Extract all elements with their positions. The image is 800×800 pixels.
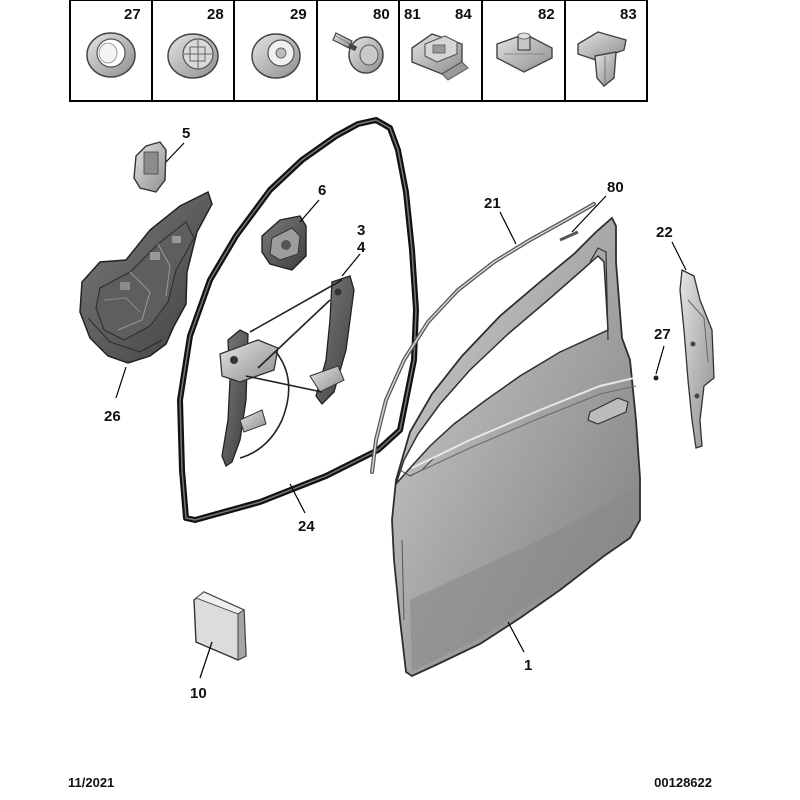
door-module-panel (79, 190, 213, 364)
callout-80: 80 (607, 179, 624, 196)
callout-27: 27 (654, 326, 671, 343)
callout-5: 5 (182, 125, 190, 142)
window-motor (261, 215, 307, 271)
screw-icon (332, 32, 384, 74)
strip-label-82: 82 (538, 6, 555, 23)
nut-clip-icon (496, 32, 553, 73)
bracket-clip-icon (411, 33, 469, 81)
cap-plug-icon (251, 33, 301, 79)
callout-3: 3 (357, 222, 365, 239)
strip-label-29: 29 (290, 6, 307, 23)
cap-plug-icon (167, 33, 219, 79)
grommet-icon (86, 32, 136, 78)
strip-label-81: 81 (404, 6, 421, 23)
callout-6: 6 (318, 182, 326, 199)
bracket-part-5 (133, 141, 167, 193)
trim-strip (679, 268, 715, 449)
callout-1: 1 (524, 657, 532, 674)
pad-part-10 (193, 591, 247, 661)
callout-10: 10 (190, 685, 207, 702)
window-regulator (219, 275, 355, 467)
window-seal (177, 117, 419, 523)
callout-4: 4 (357, 239, 366, 256)
front-door (391, 216, 641, 678)
callout-22: 22 (656, 224, 673, 241)
reference-code: 00128622 (654, 775, 712, 790)
parts-strip: 27 28 29 80 81 84 82 83 (69, 0, 648, 102)
date-code: 11/2021 (68, 775, 115, 790)
strip-label-83: 83 (620, 6, 637, 23)
strip-label-80: 80 (373, 6, 390, 23)
push-clip-icon (577, 31, 627, 87)
strip-label-28: 28 (207, 6, 224, 23)
callout-26: 26 (104, 408, 121, 425)
callout-24: 24 (298, 518, 315, 535)
callout-21: 21 (484, 195, 501, 212)
strip-label-27: 27 (124, 6, 141, 23)
strip-label-84: 84 (455, 6, 472, 23)
